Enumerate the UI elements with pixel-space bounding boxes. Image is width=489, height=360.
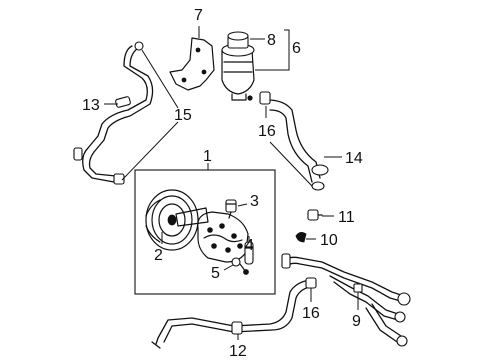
callout-16b: 16 (302, 305, 320, 322)
union-bolt (307, 209, 323, 221)
callout-3: 3 (250, 193, 259, 210)
callout-13: 13 (82, 97, 100, 114)
callout-16a: 16 (258, 123, 276, 140)
pump-bolt (231, 257, 249, 275)
callout-8: 8 (267, 32, 276, 49)
pump-assembly-frame (134, 169, 276, 295)
callout-1: 1 (203, 148, 212, 165)
leader-16a-b (269, 141, 313, 187)
callout-4-text: 4 (245, 237, 254, 254)
callout-11: 11 (338, 209, 355, 226)
callout-12: 12 (229, 343, 247, 360)
reservoir-bracket (169, 37, 215, 91)
reservoir-tank (221, 31, 255, 101)
callout-6: 6 (292, 40, 301, 57)
pressure-hose-line (151, 277, 317, 349)
return-pipe (281, 253, 411, 347)
callout-5: 5 (211, 265, 220, 282)
callout-9: 9 (352, 313, 361, 330)
callout-10: 10 (320, 232, 338, 249)
pump-shaft (175, 207, 209, 227)
callout-7: 7 (194, 7, 203, 24)
suction-hose (259, 91, 329, 191)
pressure-switch (225, 199, 237, 219)
callout-15: 15 (174, 107, 192, 124)
leader-5 (223, 264, 234, 271)
pump-body (197, 211, 249, 263)
callout-14: 14 (345, 150, 363, 167)
leader-3 (237, 203, 248, 207)
pump-assembly-group: 1 2 3 (134, 148, 276, 295)
pump-pulley (145, 189, 199, 251)
hose-clamp (295, 232, 307, 243)
leader-15 (121, 49, 179, 181)
leader-6 (255, 29, 290, 71)
callout-2: 2 (154, 247, 163, 264)
